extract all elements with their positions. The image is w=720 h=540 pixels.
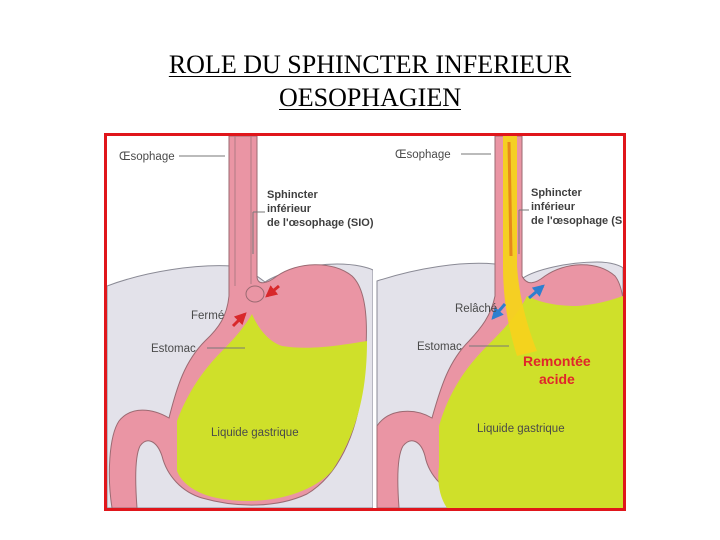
title-line-2: OESOPHAGIEN — [279, 83, 461, 112]
sphincter-label-left-2: inférieur — [267, 203, 312, 215]
sphincter-label-right-1: Sphincter — [531, 187, 582, 199]
opening-arrow-lower — [491, 303, 507, 320]
slide-title: ROLE DU SPHINCTER INFERIEUR OESOPHAGIEN — [0, 48, 720, 114]
sphincter-label-left-1: Sphincter — [267, 189, 318, 201]
panel-closed: Œsophage Sphincter inférieur de l'œsopha… — [107, 136, 374, 508]
state-label-closed: Fermé — [191, 310, 224, 322]
panel-relaxed: Œsophage Sphincter inférieur de l'œsopha… — [376, 136, 623, 508]
oesophagus-label-left: Œsophage — [119, 151, 175, 163]
acid-reflux-label-2: acide — [539, 371, 575, 387]
anatomy-figure: Œsophage Sphincter inférieur de l'œsopha… — [104, 133, 626, 511]
acid-reflux-label-1: Remontée — [523, 353, 591, 369]
closing-arrow-lower — [231, 312, 247, 328]
sphincter-label-right-3: de l'œsophage (S — [531, 215, 622, 227]
acid-reflux-stream — [503, 136, 537, 356]
state-label-relaxed: Relâché — [455, 303, 497, 315]
opening-arrow-upper — [528, 284, 545, 300]
title-line-1: ROLE DU SPHINCTER INFERIEUR — [168, 50, 572, 79]
sphincter-label-left-3: de l'œsophage (SIO) — [267, 217, 374, 229]
stomach-label-right: Estomac — [417, 341, 462, 353]
liquid-label-left: Liquide gastrique — [211, 427, 299, 439]
sphincter-label-right-2: inférieur — [531, 201, 576, 213]
closing-arrow-upper — [265, 284, 280, 298]
anatomy-diagram: Œsophage Sphincter inférieur de l'œsopha… — [107, 136, 623, 508]
oesophagus-label-right: Œsophage — [395, 149, 451, 161]
liquid-label-right: Liquide gastrique — [477, 423, 565, 435]
stomach-label-left: Estomac — [151, 343, 196, 355]
